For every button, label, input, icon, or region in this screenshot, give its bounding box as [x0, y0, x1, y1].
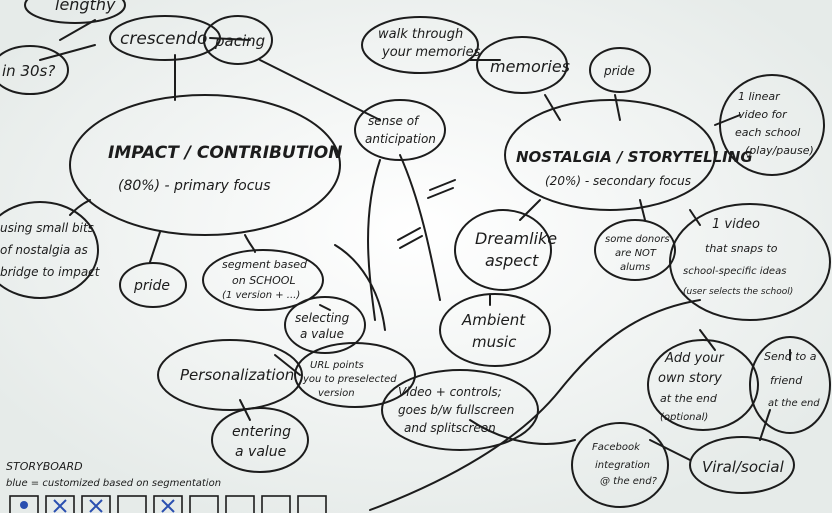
- node-dreamlike-l1: Dreamlike: [475, 229, 557, 248]
- storyboard-blue-mark: [161, 499, 175, 513]
- storyboard-blue-dot: [20, 501, 28, 509]
- storyboard-legend: blue = customized based on segmentation: [6, 478, 221, 489]
- node-one-video-l4: (user selects the school): [683, 287, 793, 297]
- node-impact-subtitle: (80%) - primary focus: [118, 178, 271, 194]
- storyboard-frame: [81, 495, 111, 513]
- node-linear-video-l2: video for: [738, 108, 788, 121]
- node-entering-l1: entering: [232, 424, 291, 440]
- node-add-story-l1: Add your: [664, 351, 725, 366]
- node-crescendo: crescendo: [120, 29, 207, 49]
- node-url-l3: version: [318, 388, 355, 399]
- node-video-controls-l2: goes b/w fullscreen: [398, 403, 514, 417]
- node-facebook-l3: @ the end?: [600, 476, 658, 487]
- node-viral-social: Viral/social: [702, 458, 785, 476]
- node-anticipation-l1: sense of: [368, 114, 420, 128]
- storyboard: STORYBOARD blue = customized based on se…: [6, 460, 327, 513]
- storyboard-frames: [9, 495, 327, 513]
- node-facebook-l1: Facebook: [592, 442, 641, 453]
- node-linear-video-l4: (play/pause): [745, 144, 814, 157]
- node-anticipation-l2: anticipation: [365, 132, 436, 146]
- node-donors-l3: alums: [620, 262, 650, 273]
- storyboard-frame: [297, 495, 327, 513]
- storyboard-frame: [117, 495, 147, 513]
- node-segment-l2: on SCHOOL: [232, 274, 296, 287]
- storyboard-frame: [189, 495, 219, 513]
- node-url-l2: you to preselected: [302, 374, 397, 385]
- node-pride-left: pride: [133, 278, 170, 294]
- node-lengthy: lengthy: [55, 0, 116, 14]
- node-one-video-l2: that snaps to: [705, 242, 778, 255]
- node-segment-l1: segment based: [222, 258, 308, 271]
- node-one-video-l3: school-specific ideas: [683, 266, 786, 277]
- node-pride-top: pride: [603, 64, 635, 78]
- connector-lines: [39, 19, 791, 511]
- node-send-friend-l1: Send to a: [764, 350, 817, 363]
- node-video-controls-l1: Video + controls;: [398, 385, 502, 399]
- storyboard-frame: [45, 495, 75, 513]
- node-facebook-l2: integration: [595, 460, 650, 471]
- node-nostalgia-subtitle: (20%) - secondary focus: [545, 174, 691, 188]
- storyboard-frame: [225, 495, 255, 513]
- node-selecting-l2: a value: [300, 327, 344, 341]
- storyboard-frame: [9, 495, 39, 513]
- node-selecting-l1: selecting: [295, 311, 350, 325]
- node-add-story-l3: at the end: [660, 392, 718, 405]
- storyboard-frame: [261, 495, 291, 513]
- node-nostalgia-bridge-l1: using small bits: [0, 221, 94, 235]
- node-memories: memories: [490, 57, 570, 76]
- node-send-friend-l2: friend: [770, 374, 803, 387]
- node-linear-video-l3: each school: [735, 126, 800, 139]
- node-entering-l2: a value: [235, 444, 286, 460]
- storyboard-blue-mark: [53, 499, 67, 513]
- node-walkthrough-l2: your memories: [381, 45, 481, 60]
- node-donors-l2: are NOT: [615, 248, 657, 259]
- node-send-friend-l3: at the end: [768, 398, 820, 409]
- storyboard-title: STORYBOARD: [6, 460, 83, 473]
- node-add-story-l2: own story: [658, 371, 722, 386]
- node-ambient-l2: music: [472, 333, 517, 351]
- node-nostalgia-title: NOSTALGIA / STORYTELLING: [516, 148, 753, 166]
- node-url-l1: URL points: [310, 360, 364, 371]
- storyboard-frame: [153, 495, 183, 513]
- node-nostalgia-bridge-l2: of nostalgia as: [0, 243, 88, 257]
- node-segment-l3: (1 version + ...): [222, 290, 300, 301]
- node-impact-title: IMPACT / CONTRIBUTION: [108, 143, 342, 163]
- node-personalization: Personalization: [180, 366, 294, 384]
- node-video-controls-l3: and splitscreen: [404, 421, 496, 435]
- storyboard-blue-mark: [89, 499, 103, 513]
- node-ambient-l1: Ambient: [461, 311, 526, 329]
- node-nostalgia-bridge-l3: bridge to impact: [0, 265, 101, 279]
- node-dreamlike-l2: aspect: [485, 251, 539, 270]
- node-walkthrough-l1: walk through: [378, 27, 463, 42]
- node-one-video-l1: 1 video: [712, 217, 760, 232]
- node-add-story-l4: (optional): [660, 412, 708, 423]
- node-pacing: pacing: [214, 32, 265, 50]
- node-linear-video-l1: 1 linear: [738, 90, 781, 103]
- node-in30s: in 30s?: [2, 62, 55, 80]
- node-labels: lengthy crescendo pacing in 30s? walk th…: [0, 0, 820, 487]
- node-donors-l1: some donors: [605, 234, 670, 245]
